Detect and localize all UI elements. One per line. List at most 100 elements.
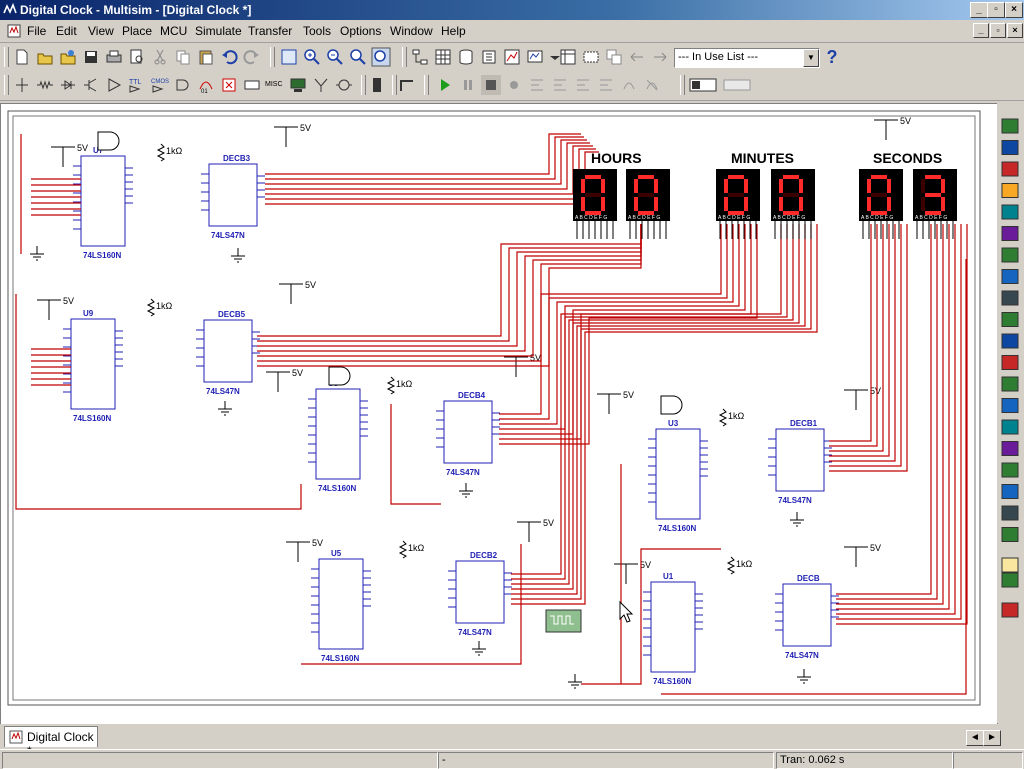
menu-window[interactable]: Window xyxy=(390,24,433,38)
close-button[interactable]: × xyxy=(1005,2,1023,18)
scroll-left-button[interactable]: ◄ xyxy=(966,730,984,746)
open-button[interactable] xyxy=(35,47,55,67)
breakpoint-icon[interactable] xyxy=(504,75,524,95)
place-rf-icon[interactable] xyxy=(311,75,331,95)
toolbar-grip[interactable] xyxy=(402,47,407,67)
menu-file[interactable]: File xyxy=(27,24,47,38)
pause-simulation-button[interactable] xyxy=(458,75,478,95)
zoom-fit-icon[interactable] xyxy=(371,47,391,67)
agilent-generator-icon[interactable] xyxy=(1001,419,1019,435)
place-misc-icon[interactable]: MISC xyxy=(265,81,283,88)
distortion-analyzer-icon[interactable] xyxy=(1001,355,1019,370)
stop-simulation-button[interactable] xyxy=(481,75,501,95)
zoom-area-icon[interactable] xyxy=(348,47,368,67)
place-mixed-icon[interactable]: 01 xyxy=(196,75,216,95)
undo-button[interactable] xyxy=(219,47,239,67)
measurement-probe-icon[interactable] xyxy=(1001,505,1019,521)
voltmeter-icon[interactable] xyxy=(1001,557,1019,573)
help-button[interactable]: ? xyxy=(826,47,838,67)
place-basic-icon[interactable] xyxy=(35,75,55,95)
probe-settings-icon[interactable] xyxy=(1001,602,1019,618)
run-to-cursor-icon[interactable] xyxy=(596,75,616,95)
zoom-out-icon[interactable] xyxy=(325,47,345,67)
menu-simulate[interactable]: Simulate xyxy=(195,24,242,38)
component-wizard-icon[interactable] xyxy=(479,47,499,67)
menu-transfer[interactable]: Transfer xyxy=(248,24,293,38)
agilent-oscilloscope-icon[interactable] xyxy=(1001,462,1019,478)
place-ttl-icon[interactable]: TTL xyxy=(127,75,147,95)
network-analyzer-icon[interactable] xyxy=(1001,398,1019,413)
toolbar-grip[interactable] xyxy=(361,75,366,95)
toolbar-grip[interactable] xyxy=(4,47,9,67)
print-preview-button[interactable] xyxy=(127,47,147,67)
bode-plotter-icon[interactable] xyxy=(1001,226,1019,241)
restore-button[interactable]: ▫ xyxy=(987,2,1005,18)
toolbar-grip[interactable] xyxy=(424,75,429,95)
toolbar-grip[interactable] xyxy=(4,75,9,95)
frequency-counter-icon[interactable] xyxy=(1001,247,1019,263)
mdi-minimize-button[interactable]: _ xyxy=(973,23,989,38)
agilent-multimeter-icon[interactable] xyxy=(1001,441,1019,456)
multimeter-icon[interactable] xyxy=(1001,118,1019,134)
step-into-icon[interactable] xyxy=(527,75,547,95)
tab-digital-clock[interactable]: Digital Clock * xyxy=(4,726,98,758)
place-advanced-peripherals-icon[interactable] xyxy=(288,75,308,95)
grapher-icon[interactable] xyxy=(502,47,522,67)
place-power-icon[interactable] xyxy=(242,75,262,95)
place-source-icon[interactable] xyxy=(12,75,32,95)
schematic-svg[interactable]: U774LS160NU974LS160NU874LS160NU374LS160N… xyxy=(1,104,997,724)
iv-analyzer-icon[interactable] xyxy=(1001,333,1019,349)
forward-annotate-icon[interactable] xyxy=(650,47,670,67)
scroll-right-button[interactable]: ► xyxy=(983,730,1001,746)
remove-breakpoints-icon[interactable] xyxy=(642,75,662,95)
oscilloscope-icon[interactable] xyxy=(1001,183,1019,198)
function-generator-icon[interactable] xyxy=(1001,140,1019,155)
word-generator-icon[interactable] xyxy=(1001,269,1019,284)
redo-button[interactable] xyxy=(242,47,262,67)
copy-button[interactable] xyxy=(173,47,193,67)
place-misc-digital-icon[interactable] xyxy=(173,75,193,95)
place-transistor-icon[interactable] xyxy=(81,75,101,95)
postprocessor-icon[interactable] xyxy=(558,47,578,67)
spectrum-analyzer-icon[interactable] xyxy=(1001,376,1019,392)
run-simulation-button[interactable] xyxy=(435,75,455,95)
new-button[interactable] xyxy=(12,47,32,67)
logic-analyzer-icon[interactable] xyxy=(1001,290,1019,306)
toggle-probe-icon[interactable] xyxy=(722,75,752,95)
toolbar-grip[interactable] xyxy=(392,75,397,95)
menu-place[interactable]: Place xyxy=(122,24,153,38)
tektronix-oscilloscope-icon[interactable] xyxy=(1001,484,1019,499)
back-annotate-icon[interactable] xyxy=(627,47,647,67)
four-channel-oscilloscope-icon[interactable] xyxy=(1001,204,1019,220)
schematic-canvas[interactable]: U774LS160NU974LS160NU874LS160NU374LS160N… xyxy=(0,103,998,725)
database-icon[interactable] xyxy=(456,47,476,67)
print-button[interactable] xyxy=(104,47,124,67)
hierarchy-icon[interactable] xyxy=(410,47,430,67)
place-bus-icon[interactable] xyxy=(397,75,417,95)
toggle-breakpoint-icon[interactable] xyxy=(619,75,639,95)
chevron-down-icon[interactable] xyxy=(545,47,565,67)
analysis-icon[interactable] xyxy=(525,47,545,67)
electrical-rules-icon[interactable] xyxy=(581,47,601,67)
place-analog-icon[interactable] xyxy=(104,75,124,95)
toolbar-grip[interactable] xyxy=(270,47,275,67)
logic-converter-icon[interactable] xyxy=(1001,312,1019,327)
place-diode-icon[interactable] xyxy=(58,75,78,95)
zoom-in-icon[interactable] xyxy=(302,47,322,67)
menu-help[interactable]: Help xyxy=(441,24,466,38)
mdi-close-button[interactable]: × xyxy=(1007,23,1023,38)
step-over-icon[interactable] xyxy=(550,75,570,95)
menu-view[interactable]: View xyxy=(88,24,114,38)
wattmeter-icon[interactable] xyxy=(1001,161,1019,177)
place-electromechanical-icon[interactable] xyxy=(334,75,354,95)
menu-edit[interactable]: Edit xyxy=(56,24,77,38)
open-sample-button[interactable] xyxy=(58,47,78,67)
in-use-list-dropdown[interactable]: --- In Use List --- ▼ xyxy=(674,48,820,68)
probe-icon[interactable] xyxy=(688,75,718,95)
current-probe-icon[interactable] xyxy=(1001,527,1019,542)
menu-options[interactable]: Options xyxy=(340,24,382,38)
mdi-restore-button[interactable]: ▫ xyxy=(990,23,1006,38)
place-cmos-icon[interactable]: CMOS xyxy=(150,75,170,95)
step-out-icon[interactable] xyxy=(573,75,593,95)
menu-mcu[interactable]: MCU xyxy=(160,24,188,38)
